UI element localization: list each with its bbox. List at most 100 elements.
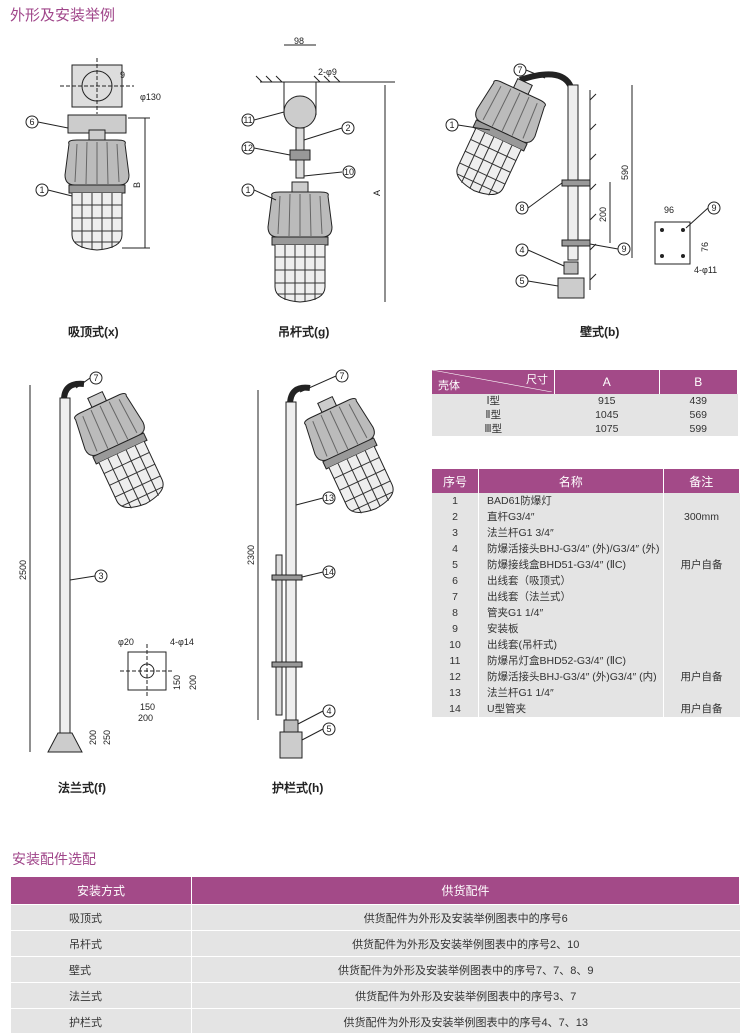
callout: 9 xyxy=(589,242,631,256)
figure-caption: 护栏式(h) xyxy=(272,780,323,795)
dim-label: 150 xyxy=(172,675,182,690)
table-row: 法兰式供货配件为外形及安装举例图表中的序号3、7 xyxy=(11,982,740,1009)
table-cell: 法兰杆G1 1/4″ xyxy=(478,685,664,701)
table-cell xyxy=(663,525,740,541)
installation-drawings: 9 φ130 B 6 1 吸顶式(x) 98 2-φ9 A 11 2 12 10… xyxy=(18,36,721,795)
table-cell: 7 xyxy=(432,589,479,605)
table-cell: 5 xyxy=(432,557,479,573)
table-cell xyxy=(663,493,740,509)
dim-label: 250 xyxy=(102,730,112,745)
column-header: 安装方式 xyxy=(11,877,192,905)
svg-text:11: 11 xyxy=(243,115,252,125)
table-cell: 防爆接线盒BHD51-G3/4″ (ⅡC) xyxy=(478,557,664,573)
svg-text:7: 7 xyxy=(93,373,98,383)
dim-label: 150 xyxy=(140,702,155,712)
dim-label: 2-φ9 xyxy=(318,67,337,77)
callout: 4 xyxy=(297,704,336,725)
callout: 7 xyxy=(299,369,349,393)
column-header: 名称 xyxy=(478,469,664,493)
table-cell: 壁式 xyxy=(11,956,192,983)
table-cell: 12 xyxy=(432,669,479,685)
figure-caption: 吊杆式(g) xyxy=(278,324,329,339)
table-cell: 300mm xyxy=(663,509,740,525)
dim-label: B xyxy=(132,182,142,188)
svg-text:1: 1 xyxy=(245,185,250,195)
table-cell: 法兰杆G1 3/4″ xyxy=(478,525,664,541)
dim-label: φ20 xyxy=(118,637,134,647)
svg-text:8: 8 xyxy=(519,203,524,213)
table-cell: 用户自备 xyxy=(663,669,740,685)
section-title-accessories: 安装配件选配 xyxy=(12,851,96,867)
callout: 3 xyxy=(69,569,108,583)
callout: 10 xyxy=(303,165,356,179)
column-header: B xyxy=(659,370,739,394)
callout: 12 xyxy=(241,141,291,156)
table-cell xyxy=(663,605,740,621)
callout: 14 xyxy=(301,565,336,579)
table-cell xyxy=(663,653,740,669)
table-row: 吸顶式供货配件为外形及安装举例图表中的序号6 xyxy=(11,904,740,931)
svg-text:2: 2 xyxy=(345,123,350,133)
callout: 6 xyxy=(25,115,69,129)
table-cell: 安装板 xyxy=(478,621,664,637)
callout: 1 xyxy=(241,183,277,201)
table-cell: 出线套(吊杆式) xyxy=(478,637,664,653)
column-header: A xyxy=(554,370,660,394)
table-cell: 8 xyxy=(432,605,479,621)
corner-header: 尺寸 壳体 xyxy=(432,370,555,394)
svg-text:9: 9 xyxy=(711,203,716,213)
table-cell: BAD61防爆灯 xyxy=(478,493,664,509)
table-cell xyxy=(663,621,740,637)
figure-pendant: 98 2-φ9 A 11 2 12 10 1 吊杆式(g) xyxy=(241,36,395,339)
table-cell xyxy=(663,573,740,589)
table-cell: 599 xyxy=(659,422,738,436)
dim-label: 9 xyxy=(120,70,125,80)
figure-wall-mount: 590 200 96 76 4-φ11 7 1 8 4 5 9 9 壁式(b) xyxy=(444,63,721,339)
table-row: 吊杆式供货配件为外形及安装举例图表中的序号2、10 xyxy=(11,930,740,957)
table-cell: 用户自备 xyxy=(663,701,740,717)
callout: 13 xyxy=(295,491,336,506)
svg-text:1: 1 xyxy=(39,185,44,195)
callout: 7 xyxy=(75,371,103,389)
figure-caption: 法兰式(f) xyxy=(58,780,106,795)
column-header: 序号 xyxy=(432,469,479,493)
table-cell: 出线套（吸顶式） xyxy=(478,573,664,589)
svg-text:1: 1 xyxy=(449,120,454,130)
corner-top-label: 尺寸 xyxy=(526,374,548,386)
callout: 8 xyxy=(515,182,563,215)
callout: 7 xyxy=(513,63,546,79)
table-cell: 14 xyxy=(432,701,479,717)
table-cell: 915 xyxy=(554,394,660,408)
table-cell: 防爆活接头BHJ-G3/4″ (外)G3/4″ (内) xyxy=(478,669,664,685)
svg-text:6: 6 xyxy=(29,117,34,127)
table-cell: 用户自备 xyxy=(663,557,740,573)
callout: 5 xyxy=(515,274,559,288)
svg-text:7: 7 xyxy=(339,371,344,381)
dim-label: 2500 xyxy=(18,560,28,580)
dim-label: 98 xyxy=(294,36,304,46)
svg-text:5: 5 xyxy=(326,724,331,734)
table-cell: 法兰式 xyxy=(11,982,192,1009)
column-header: 备注 xyxy=(663,469,740,493)
table-cell: 供货配件为外形及安装举例图表中的序号2、10 xyxy=(191,930,740,957)
table-cell: 供货配件为外形及安装举例图表中的序号4、7、13 xyxy=(191,1008,740,1033)
table-cell xyxy=(663,589,740,605)
svg-text:14: 14 xyxy=(324,567,334,577)
table-cell: 防爆活接头BHJ-G3/4″ (外)/G3/4″ (外) xyxy=(478,541,664,557)
svg-text:13: 13 xyxy=(324,493,334,503)
dim-label: φ130 xyxy=(140,92,161,102)
svg-text:12: 12 xyxy=(243,143,253,153)
